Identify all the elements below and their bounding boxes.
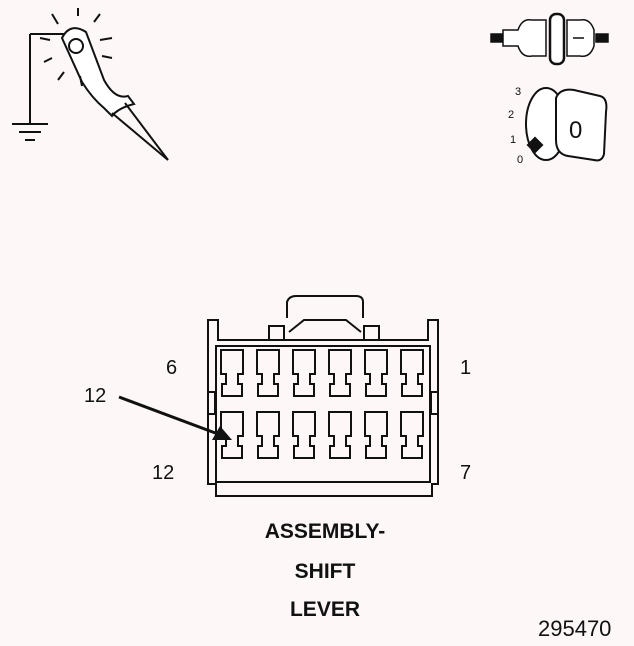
callout-label: 12	[84, 385, 107, 407]
terminal-cavity-6	[220, 349, 244, 397]
ignition-position-0: 0	[517, 154, 524, 166]
caption-line-3: LEVER	[289, 598, 360, 621]
pin-label-1: 1	[460, 357, 472, 379]
ignition-key-off-icon	[525, 87, 608, 162]
terminal-cavity-11	[256, 411, 280, 459]
caption-line-1: ASSEMBLY-	[264, 520, 386, 543]
terminal-cavity-5	[256, 349, 280, 397]
caption-line-2: SHIFT	[294, 560, 356, 583]
connector-body	[207, 295, 439, 497]
terminal-cavity-4	[292, 349, 316, 397]
terminal-cavity-8	[364, 411, 388, 459]
terminal-cavity-1	[400, 349, 424, 397]
pin-label-6: 6	[166, 357, 178, 379]
terminal-cavity-10	[292, 411, 316, 459]
connector-terminals	[220, 349, 424, 459]
terminal-cavity-3	[328, 349, 352, 397]
figure-number: 295470	[538, 616, 612, 641]
terminal-cavity-2	[364, 349, 388, 397]
callout-arrow	[118, 395, 232, 440]
pin-label-12: 12	[152, 462, 175, 484]
ignition-key-position: 0	[569, 117, 583, 144]
pin-label-7: 7	[460, 462, 472, 484]
terminal-cavity-9	[328, 411, 352, 459]
terminal-cavity-7	[400, 411, 424, 459]
ground-symbol-icon	[12, 34, 48, 141]
connector-disconnected-icon	[490, 12, 609, 66]
ignition-position-2: 2	[508, 109, 515, 121]
test-light-icon	[12, 8, 169, 161]
ignition-position-1: 1	[510, 134, 517, 146]
ignition-position-3: 3	[515, 86, 522, 98]
